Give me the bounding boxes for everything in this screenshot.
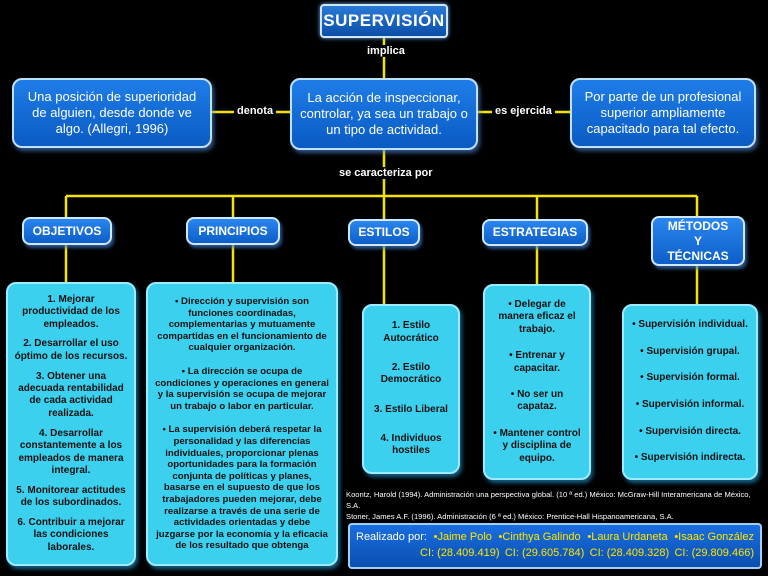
category-estrategias: ESTRATEGIAS [482, 219, 588, 246]
estilo-item: 4. Individuos hostiles [380, 432, 442, 457]
left-concept-box: Una posición de superioridad de alguien,… [12, 78, 212, 148]
estrategias-list: • Delegar de manera eficaz el trabajo. •… [483, 284, 591, 480]
credit-name: •Jaime Polo [433, 531, 492, 543]
metodo-item: • Supervisión informal. [635, 399, 745, 411]
estrategia-item: • Entrenar y capacitar. [509, 350, 565, 374]
credit-name: •Isaac González [674, 531, 754, 543]
metodo-item: • Supervisión grupal. [640, 345, 740, 357]
metodo-item: • Supervisión formal. [640, 372, 740, 384]
reference-item: Stoner, James A.F. (1996). Administració… [346, 512, 674, 521]
category-estilos: ESTILOS [348, 219, 420, 246]
credit-name: •Laura Urdaneta [587, 531, 668, 543]
credits-box: Realizado por: •Jaime Polo •Cinthya Gali… [348, 523, 762, 569]
credit-id: CI: (29.809.466) [674, 547, 754, 559]
objetivo-item: 1. Mejorar productividad de los empleado… [22, 293, 120, 330]
category-principios: PRINCIPIOS [186, 217, 280, 245]
principio-item: • La dirección se ocupa de condiciones y… [155, 366, 329, 412]
credit-name: •Cinthya Galindo [498, 531, 581, 543]
link-label-denota: denota [234, 105, 277, 117]
principio-item: • La supervisión deberá respetar la pers… [156, 424, 328, 552]
references: Koontz, Harold (1994). Administración un… [346, 489, 766, 522]
objetivo-item: 3. Obtener una adecuada rentabilidad de … [18, 370, 124, 419]
principio-item: • Dirección y supervisión son funciones … [157, 296, 327, 354]
estrategia-item: • No ser un capataz. [510, 388, 564, 413]
metodo-item: • Supervisión directa. [639, 425, 741, 437]
metodos-list: • Supervisión individual. • Supervisión … [622, 304, 758, 480]
objetivos-list: 1. Mejorar productividad de los empleado… [6, 282, 136, 566]
objetivo-item: 6. Contribuir a mejorar las condiciones … [17, 517, 125, 553]
metodo-item: • Supervisión individual. [632, 319, 748, 331]
objetivo-item: 4. Desarrollar constantemente a los empl… [18, 427, 124, 476]
metodo-item: • Supervisión indirecta. [634, 452, 746, 464]
category-metodos-tecnicas: MÉTODOS Y TÉCNICAS [651, 216, 745, 266]
objetivo-item: 5. Monitorear actitudes de los subordina… [16, 484, 126, 509]
category-objetivos: OBJETIVOS [22, 217, 112, 245]
principios-list: • Dirección y supervisión son funciones … [146, 282, 338, 566]
objetivo-item: 2. Desarrollar el uso óptimo de los recu… [14, 338, 128, 362]
estilo-item: 1. Estilo Autocrático [383, 320, 439, 344]
link-label-se-caracteriza: se caracteriza por [336, 167, 436, 179]
estilo-item: 2. Estilo Democrático [380, 361, 442, 386]
link-label-es-ejercida: es ejercida [492, 105, 555, 117]
reference-item: Koontz, Harold (1994). Administración un… [346, 490, 751, 510]
title-supervision: SUPERVISIÓN [320, 4, 448, 38]
right-concept-box: Por parte de un profesional superior amp… [570, 78, 756, 148]
credit-id: CI: (29.605.784) [504, 547, 585, 559]
credit-id: CI: (28.409.419) [420, 547, 500, 559]
estrategia-item: • Delegar de manera eficaz el trabajo. [498, 298, 576, 335]
link-label-implica: implica [364, 45, 408, 57]
estrategia-item: • Mantener control y disciplina de equip… [493, 427, 581, 464]
estilos-list: 1. Estilo Autocrático 2. Estilo Democrát… [362, 304, 460, 474]
center-concept-box: La acción de inspeccionar, controlar, ya… [290, 78, 478, 150]
credit-id: CI: (28.409.328) [589, 547, 670, 559]
estilo-item: 3. Estilo Liberal [374, 403, 448, 415]
credits-prefix: Realizado por: [356, 531, 427, 543]
